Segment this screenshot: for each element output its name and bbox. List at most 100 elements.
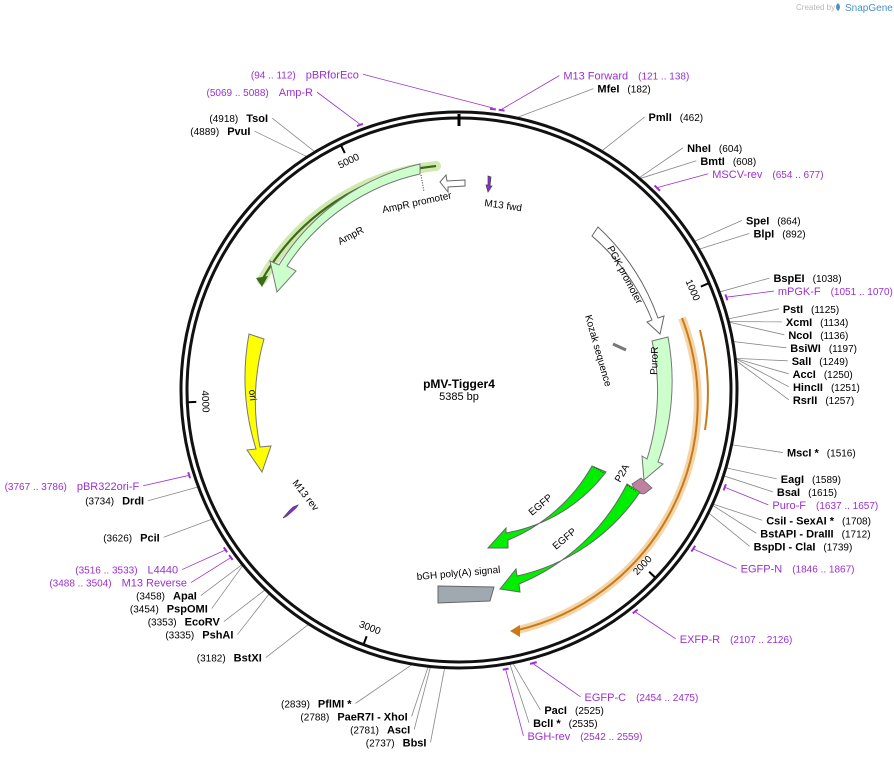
egfp-outer-dotted bbox=[626, 484, 638, 493]
primer-name: MSCV-rev bbox=[712, 169, 763, 181]
enzyme-site[interactable]: PvuI(4889) bbox=[190, 126, 250, 138]
primer-site[interactable]: pBRforEco(94 .. 112) bbox=[251, 69, 359, 81]
feature-ampr[interactable] bbox=[269, 163, 421, 294]
enzyme-leader bbox=[200, 564, 242, 596]
enzyme-site[interactable]: CsiI - SexAI *(1708) bbox=[766, 515, 871, 527]
enzyme-site[interactable]: RsrII(1257) bbox=[793, 395, 854, 407]
enzyme-name: SalI bbox=[792, 356, 812, 368]
enzyme-site[interactable]: BsaI(1615) bbox=[777, 487, 837, 499]
enzyme-site[interactable]: PstI(1125) bbox=[783, 304, 839, 316]
primer-mark[interactable] bbox=[222, 546, 228, 553]
enzyme-site[interactable]: EagI(1589) bbox=[781, 474, 841, 486]
enzyme-leader bbox=[713, 503, 763, 521]
enzyme-site[interactable]: BstXI(3182) bbox=[197, 653, 262, 665]
enzyme-site[interactable]: BbsI(2737) bbox=[366, 737, 427, 749]
primer-name: pBRforEco bbox=[306, 69, 359, 81]
primer-mark[interactable] bbox=[489, 107, 497, 111]
enzyme-site[interactable]: PspOMI(3454) bbox=[130, 604, 208, 616]
enzyme-site[interactable]: BmtI(608) bbox=[700, 156, 756, 168]
feature-pgk-promoter[interactable] bbox=[591, 226, 665, 335]
enzyme-site[interactable]: ApaI(3458) bbox=[136, 591, 197, 603]
enzyme-name: EcoRV bbox=[185, 617, 221, 629]
enzyme-site[interactable]: AscI(2781) bbox=[350, 724, 410, 736]
primer-site[interactable]: L4440(3516 .. 3533) bbox=[75, 565, 178, 577]
enzyme-site[interactable]: HincII(1251) bbox=[793, 382, 860, 394]
primer-site[interactable]: EXFP-R(2107 .. 2126) bbox=[680, 634, 793, 646]
primer-mark[interactable] bbox=[632, 608, 639, 615]
primer-mark[interactable] bbox=[187, 471, 192, 479]
enzyme-site[interactable]: MfeI(182) bbox=[597, 84, 650, 96]
enzyme-site[interactable]: BsiWI(1197) bbox=[790, 343, 857, 355]
primer-mark[interactable] bbox=[653, 184, 661, 192]
enzyme-site[interactable]: BclI *(2535) bbox=[533, 718, 597, 730]
enzyme-site[interactable]: SpeI(864) bbox=[746, 215, 801, 227]
enzyme-position: (3734) bbox=[85, 497, 114, 508]
primer-site[interactable]: mPGK-F(1051 .. 1070) bbox=[778, 286, 893, 298]
enzyme-site[interactable]: SalI (1249) bbox=[792, 356, 848, 368]
enzyme-site[interactable]: BspEI(1038) bbox=[773, 273, 841, 285]
enzyme-site[interactable]: PmlI(462) bbox=[649, 112, 704, 124]
enzyme-name: NheI bbox=[687, 143, 711, 155]
enzyme-site[interactable]: NcoI(1136) bbox=[788, 330, 848, 342]
enzyme-site[interactable]: NheI(604) bbox=[687, 143, 742, 155]
primer-site[interactable]: Amp-R(5069 .. 5088) bbox=[206, 87, 313, 99]
feature-egfp-inner[interactable] bbox=[486, 465, 607, 549]
primer-mark[interactable] bbox=[724, 294, 729, 301]
feature-bgh-polya[interactable] bbox=[437, 585, 495, 604]
enzyme-leader bbox=[736, 358, 789, 375]
primer-site[interactable]: BGH-rev(2542 .. 2559) bbox=[527, 731, 642, 743]
backbone-outer-ring[interactable] bbox=[179, 110, 739, 670]
feature-kozak[interactable] bbox=[612, 342, 627, 352]
enzyme-site[interactable]: XcmI(1134) bbox=[786, 317, 848, 329]
feature-puror[interactable] bbox=[641, 336, 673, 482]
enzyme-position: (1739) bbox=[823, 542, 852, 553]
primer-mark[interactable] bbox=[690, 545, 697, 553]
primer-site[interactable]: M13 Forward(121 .. 138) bbox=[563, 71, 689, 83]
enzyme-site[interactable]: BstAPI - DraIII(1712) bbox=[760, 528, 870, 540]
feature-ori[interactable] bbox=[244, 333, 272, 474]
feature-layer bbox=[244, 161, 709, 637]
feature-egfp-outer[interactable] bbox=[499, 483, 641, 593]
enzyme-leader bbox=[736, 358, 788, 362]
enzyme-site[interactable]: EcoRV(3353) bbox=[148, 617, 221, 629]
primer-site[interactable]: EGFP-N(1846 .. 1867) bbox=[741, 563, 855, 575]
primer-site[interactable]: Puro-F(1637 .. 1657) bbox=[772, 500, 878, 512]
enzyme-leader bbox=[736, 358, 790, 388]
primer-name: Puro-F bbox=[772, 500, 806, 512]
enzyme-name: XcmI bbox=[786, 317, 812, 329]
enzyme-name: RsrII bbox=[793, 395, 817, 407]
primer-leader bbox=[362, 73, 494, 109]
primer-mark[interactable] bbox=[529, 661, 538, 665]
primer-mark[interactable] bbox=[502, 667, 509, 671]
enzyme-position: (1249) bbox=[819, 357, 848, 368]
enzyme-name: ApaI bbox=[173, 591, 197, 603]
primer-mark[interactable] bbox=[722, 483, 727, 491]
enzyme-position: (2781) bbox=[350, 725, 379, 736]
enzyme-position: (2535) bbox=[569, 719, 598, 730]
enzyme-site[interactable]: TsoI(4918) bbox=[209, 113, 268, 125]
feature-m13-fwd[interactable] bbox=[485, 175, 493, 193]
primer-site[interactable]: M13 Reverse(3488 .. 3504) bbox=[49, 578, 187, 590]
enzyme-site[interactable]: PflMI *(2839) bbox=[281, 698, 352, 710]
feature-ampr-arrowhead bbox=[256, 276, 268, 287]
feature-ampr-promoter[interactable] bbox=[439, 173, 466, 194]
enzyme-site[interactable]: PciI(3626) bbox=[103, 532, 159, 544]
primer-site[interactable]: MSCV-rev(654 .. 677) bbox=[712, 169, 823, 181]
enzyme-site[interactable]: DrdI(3734) bbox=[85, 496, 144, 508]
primer-site[interactable]: EGFP-C(2454 .. 2475) bbox=[585, 692, 699, 704]
primer-mark[interactable] bbox=[498, 108, 505, 112]
primer-mark[interactable] bbox=[356, 122, 364, 127]
primer-mark[interactable] bbox=[228, 554, 234, 561]
enzyme-site[interactable]: PacI(2525) bbox=[544, 705, 604, 717]
primer-name: EXFP-R bbox=[680, 634, 720, 646]
enzyme-site[interactable]: PaeR7I - XhoI(2788) bbox=[300, 711, 407, 723]
enzyme-site[interactable]: AccI(1250) bbox=[793, 369, 853, 381]
enzyme-leader bbox=[223, 589, 265, 622]
primer-site[interactable]: pBR322ori-F(3767 .. 3786) bbox=[5, 481, 140, 493]
enzyme-site[interactable]: PshAI(3335) bbox=[165, 630, 233, 642]
enzyme-site[interactable]: BspDI - ClaI(1739) bbox=[754, 541, 853, 553]
feature-m13-rev[interactable] bbox=[282, 504, 299, 519]
enzyme-site[interactable]: MscI *(1516) bbox=[787, 448, 856, 460]
primer-leader bbox=[501, 75, 560, 110]
enzyme-site[interactable]: BlpI(892) bbox=[753, 228, 805, 240]
